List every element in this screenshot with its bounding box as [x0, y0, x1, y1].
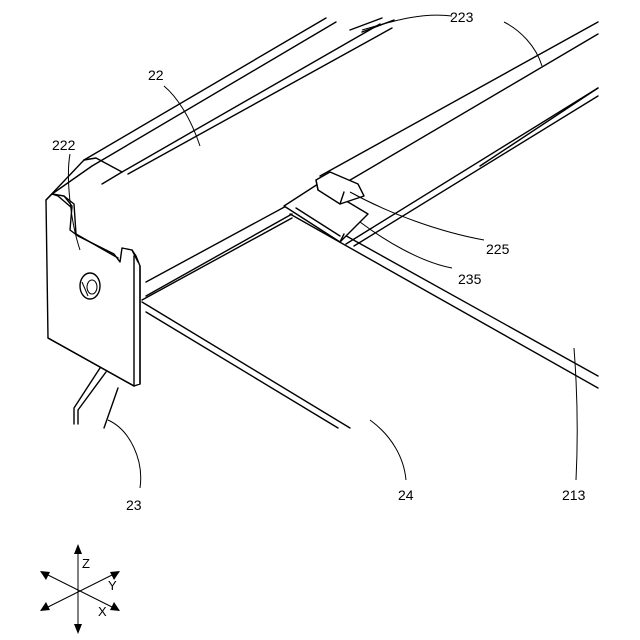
clip-member — [284, 172, 368, 242]
z-arrow-icon — [74, 544, 82, 554]
axis-y-label: Y — [108, 578, 117, 593]
axis-indicator: Z Y X — [40, 544, 120, 634]
label-225: 225 — [486, 241, 510, 257]
label-223: 223 — [450, 9, 474, 25]
label-24: 24 — [398, 487, 414, 503]
leader-213 — [574, 348, 577, 480]
leader-23 — [108, 420, 141, 488]
leader-225 — [350, 192, 484, 240]
label-222: 222 — [52, 137, 76, 153]
label-235: 235 — [458, 271, 482, 287]
label-213: 213 — [562, 487, 586, 503]
leader-24 — [370, 420, 406, 480]
leader-223-a — [362, 15, 452, 30]
bracket-wire-leg — [74, 368, 118, 428]
axis-x-label: X — [98, 604, 107, 619]
lower-panel-plate — [142, 88, 598, 428]
upper-channel-member — [84, 18, 598, 300]
end-bracket-plate — [46, 160, 140, 386]
leader-223-b — [504, 22, 542, 66]
label-22: 22 — [148, 67, 164, 83]
axis-z-label: Z — [82, 556, 90, 571]
label-23: 23 — [126, 497, 142, 513]
